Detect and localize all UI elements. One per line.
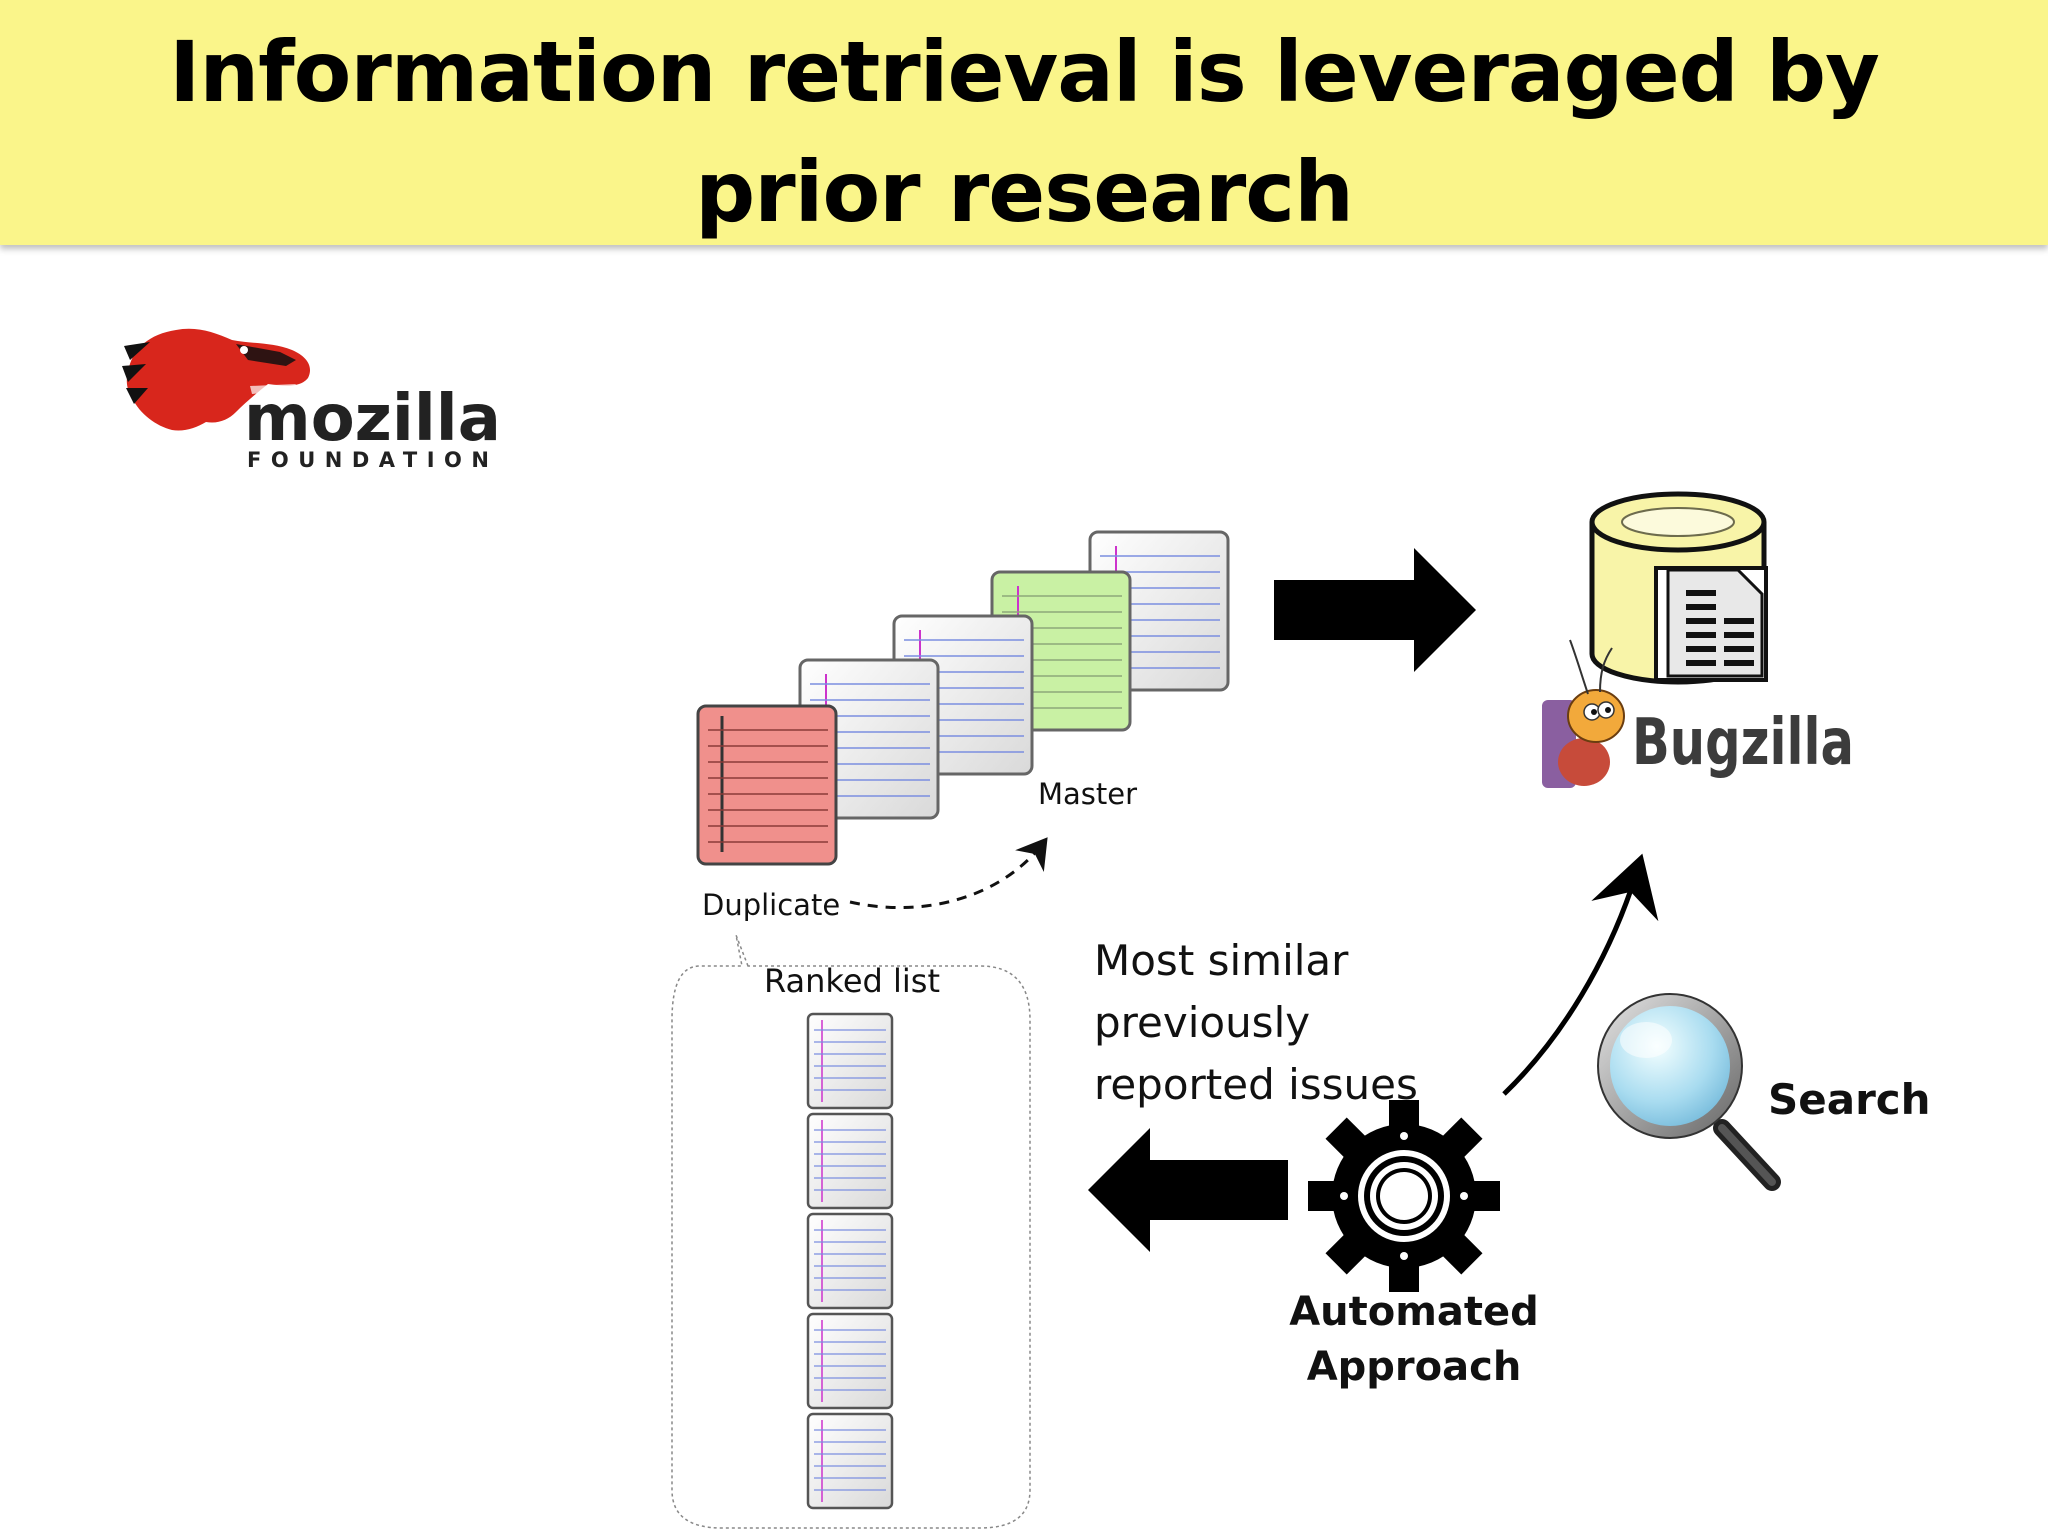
most-similar-line-3: reported issues	[1094, 1060, 1418, 1109]
ranked-list-item-2	[806, 1112, 894, 1210]
ranked-list-item-3	[806, 1212, 894, 1310]
page-title: Information retrieval is leveraged by pr…	[169, 23, 1880, 241]
mozilla-dinosaur-icon	[122, 328, 311, 431]
search-label: Search	[1768, 1075, 1931, 1124]
title-bar: Information retrieval is leveraged by pr…	[0, 0, 2048, 245]
automated-line-2: Approach	[1307, 1344, 1522, 1390]
bugzilla-wordmark: Bugzilla	[1632, 706, 1854, 780]
bug-report-stack	[696, 530, 1230, 866]
automated-line-1: Automated	[1289, 1289, 1539, 1335]
duplicate-bug-report	[696, 704, 838, 866]
mozilla-wordmark: mozilla	[244, 382, 501, 456]
duplicate-label: Duplicate	[702, 888, 840, 922]
bugzilla-logo: Bugzilla	[1542, 639, 1854, 788]
mozilla-logo: mozilla FOUNDATION	[122, 328, 501, 472]
most-similar-text: Most similar previously reported issues	[1094, 936, 1418, 1109]
ranked-list-callout: Ranked list	[671, 934, 1031, 1529]
search-icon	[1597, 993, 1781, 1191]
gear-icon	[1308, 1100, 1500, 1292]
mozilla-foundation-text: FOUNDATION	[247, 448, 498, 472]
bugzilla-database-icon	[1589, 491, 1768, 685]
most-similar-line-1: Most similar	[1094, 936, 1349, 985]
bugzilla-ant-icon	[1542, 639, 1625, 788]
search-arrow	[1502, 853, 1659, 1096]
arrow-right-icon	[1274, 548, 1476, 672]
ranked-list-item-5	[806, 1412, 894, 1510]
master-label: Master	[1038, 777, 1137, 811]
arrow-left-icon	[1088, 1128, 1288, 1252]
most-similar-line-2: previously	[1094, 998, 1310, 1047]
ranked-list-item-1	[806, 1012, 894, 1110]
ranked-list-label: Ranked list	[764, 962, 940, 1000]
duplicate-to-master-arrow	[849, 837, 1048, 910]
automated-approach-label: Automated Approach	[1289, 1289, 1539, 1390]
ranked-list-item-4	[806, 1312, 894, 1410]
